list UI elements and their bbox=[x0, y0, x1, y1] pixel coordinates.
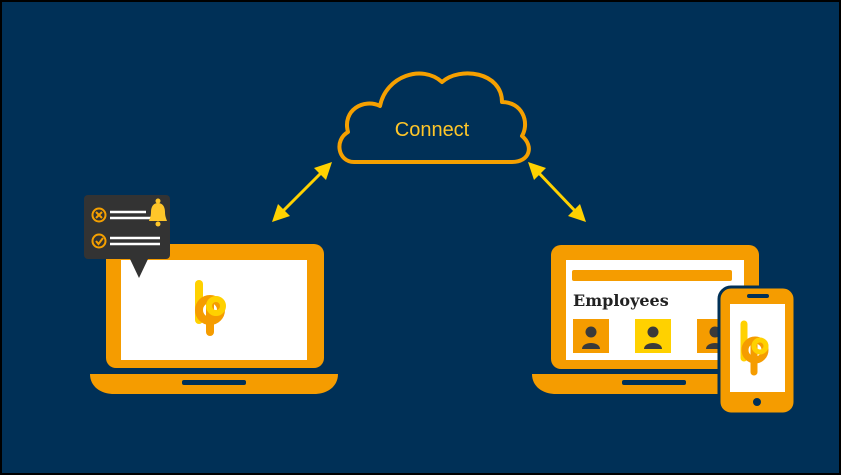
left-connection-arrow bbox=[272, 162, 332, 222]
cloud-label: Connect bbox=[395, 119, 470, 141]
bell-icon bbox=[149, 198, 167, 227]
cloud-shape bbox=[337, 71, 531, 164]
dashboard-heading: Employees bbox=[573, 291, 669, 310]
right-connection-arrow bbox=[528, 162, 586, 222]
person-icon bbox=[644, 326, 662, 349]
employee-card-1 bbox=[573, 319, 609, 353]
check-circle-icon bbox=[91, 233, 107, 249]
notification-card bbox=[84, 195, 170, 278]
bp-logo-icon bbox=[195, 280, 226, 336]
phone-speaker bbox=[747, 294, 769, 298]
phone-home-button bbox=[753, 398, 761, 406]
notification-line-2 bbox=[110, 236, 160, 246]
dashboard-header-bar bbox=[572, 270, 732, 281]
employee-card-2 bbox=[635, 319, 671, 353]
bp-logo-icon bbox=[740, 320, 769, 376]
person-icon bbox=[582, 326, 600, 349]
x-circle-icon bbox=[91, 207, 107, 223]
